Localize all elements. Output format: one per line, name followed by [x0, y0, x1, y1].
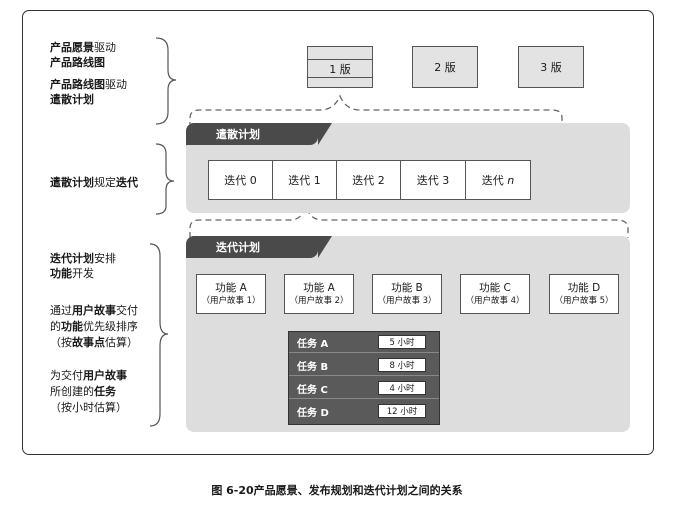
task-name: 任务 D — [297, 408, 329, 419]
feature-c-story-4: 功能 C （用户故事 4） — [460, 274, 530, 314]
label-release-defines-iterations: 遣散计划规定迭代 — [50, 176, 138, 189]
feature-title: 功能 A — [303, 281, 335, 294]
task-name: 任务 C — [297, 385, 328, 396]
task-row: 任务 B 8 小时 — [289, 355, 439, 376]
feature-title: 功能 D — [567, 281, 601, 294]
dashed-iteration-to-panel — [189, 203, 629, 238]
iteration-3: 迭代 3 — [400, 160, 466, 200]
feature-story: （用户故事 3） — [377, 295, 437, 306]
feature-a-story-2: 功能 A （用户故事 2） — [284, 274, 354, 314]
release-plan-tab: 遣散计划 — [186, 123, 332, 145]
iteration-n: 迭代 n — [465, 160, 531, 200]
task-hours: 12 小时 — [378, 404, 426, 418]
label-iteration-schedules: 迭代计划安排 功能开发 — [50, 252, 116, 280]
feature-b-story-3: 功能 B （用户故事 3） — [372, 274, 442, 314]
brace-iteration — [149, 243, 169, 427]
iteration-n-var: n — [507, 173, 515, 187]
task-row: 任务 A 5 小时 — [289, 332, 439, 353]
feature-story: （用户故事 2） — [289, 295, 349, 306]
feature-title: 功能 C — [479, 281, 511, 294]
brace-release — [155, 143, 175, 215]
task-row: 任务 D 12 小时 — [289, 401, 439, 422]
feature-story: （用户故事 4） — [465, 295, 525, 306]
label-roadmap-drives: 产品路线图驱动 遣散计划 — [50, 78, 127, 106]
label-tasks: 为交付用户故事 所创建的任务 （按小时估算） — [50, 369, 127, 414]
label-user-stories: 通过用户故事交付 的功能优先级排序 （按故事点估算） — [50, 304, 138, 349]
feature-story: （用户故事 1） — [201, 295, 261, 306]
task-list: 任务 A 5 小时 任务 B 8 小时 任务 C 4 小时 任务 D 12 小时 — [288, 331, 440, 425]
release-1-label: 1 版 — [308, 59, 372, 78]
task-hours: 8 小时 — [378, 358, 426, 372]
release-2: 2 版 — [412, 46, 478, 88]
iteration-1: 迭代 1 — [272, 160, 337, 200]
figure-caption: 图 6-20产品愿景、发布规划和迭代计划之间的关系 — [211, 484, 463, 497]
iteration-2: 迭代 2 — [336, 160, 401, 200]
release-3: 3 版 — [518, 46, 584, 88]
task-row: 任务 C 4 小时 — [289, 378, 439, 399]
feature-d-story-5: 功能 D （用户故事 5） — [549, 274, 619, 314]
task-name: 任务 A — [297, 339, 329, 350]
iteration-n-prefix: 迭代 — [481, 174, 508, 187]
iteration-0: 迭代 0 — [208, 160, 273, 200]
label-vision-drives: 产品愿景驱动 产品路线图 — [50, 41, 116, 69]
brace-top — [155, 37, 177, 125]
iteration-plan-tab: 迭代计划 — [186, 236, 332, 258]
feature-title: 功能 B — [391, 281, 423, 294]
release-1: 1 版 — [307, 46, 373, 88]
dashed-release-to-panel — [189, 94, 563, 128]
task-hours: 5 小时 — [378, 335, 426, 349]
task-hours: 4 小时 — [378, 381, 426, 395]
feature-title: 功能 A — [215, 281, 247, 294]
feature-story: （用户故事 5） — [554, 295, 614, 306]
diagram-frame — [22, 10, 654, 455]
feature-a-story-1: 功能 A （用户故事 1） — [196, 274, 266, 314]
task-name: 任务 B — [297, 362, 329, 373]
